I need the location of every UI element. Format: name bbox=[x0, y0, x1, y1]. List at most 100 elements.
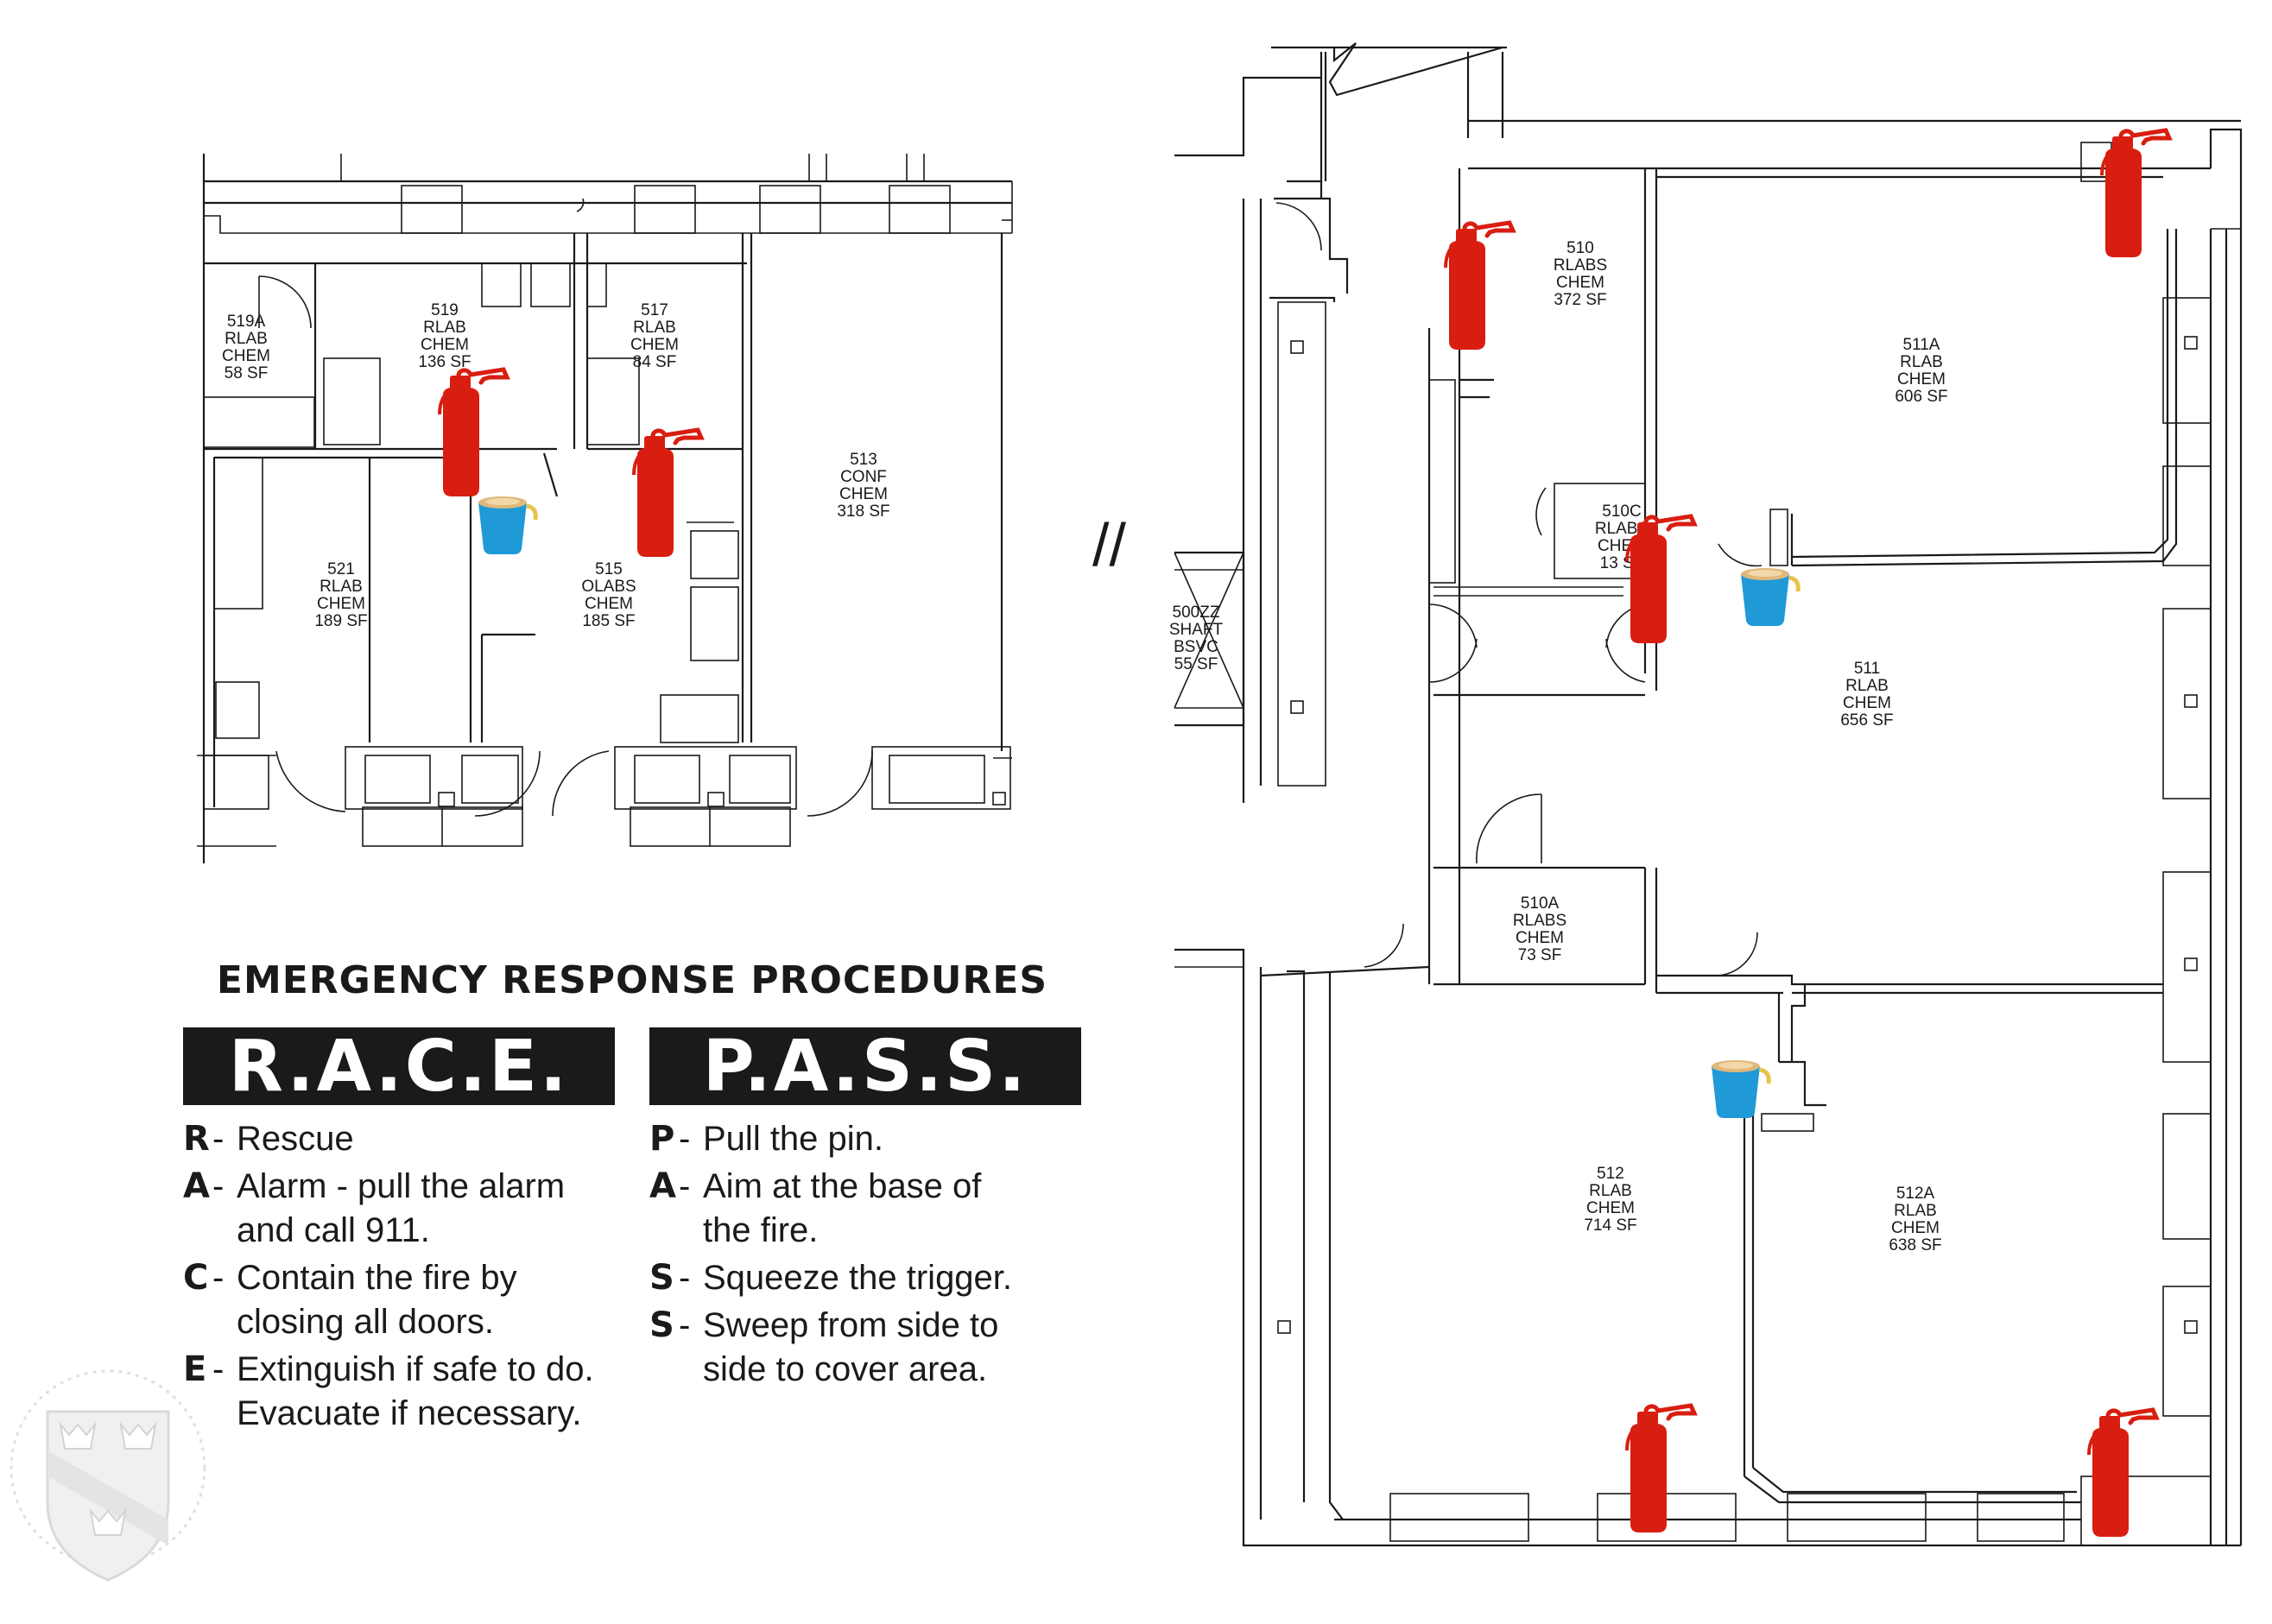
svg-text:656 SF: 656 SF bbox=[1840, 711, 1893, 730]
svg-text:606 SF: 606 SF bbox=[1895, 388, 1947, 406]
svg-text:CHEM: CHEM bbox=[1843, 694, 1891, 712]
pass-column: P.A.S.S. P-Pull the pin. A-Aim at the ba… bbox=[649, 1027, 1081, 1395]
fire-extinguisher-icon bbox=[2089, 1410, 2156, 1537]
race-item: R-Rescue bbox=[183, 1119, 354, 1159]
svg-text:519: 519 bbox=[431, 301, 459, 319]
svg-text:CHEM: CHEM bbox=[222, 347, 270, 365]
fire-extinguisher-icon bbox=[1627, 1406, 1694, 1532]
svg-text:500ZZ: 500ZZ bbox=[1173, 603, 1220, 622]
room-510: 510 RLABS CHEM 372 SF bbox=[1554, 239, 1607, 309]
fire-extinguisher-icon bbox=[1627, 516, 1694, 643]
pass-item: S-Squeeze the trigger. bbox=[649, 1258, 1013, 1298]
room-515: 515 OLABS CHEM 185 SF bbox=[581, 560, 636, 630]
svg-text:189 SF: 189 SF bbox=[314, 612, 367, 630]
right-wing-walls bbox=[1174, 42, 2243, 1547]
svg-text:CHEM: CHEM bbox=[421, 336, 469, 354]
svg-text:511: 511 bbox=[1854, 660, 1880, 678]
pass-item: P-Pull the pin. bbox=[649, 1119, 884, 1159]
svg-text:RLAB: RLAB bbox=[633, 319, 676, 337]
race-item: C-Contain the fire by closing all doors. bbox=[183, 1258, 517, 1341]
room-519: 519 RLAB CHEM 136 SF bbox=[418, 301, 471, 371]
room-511a: 511A RLAB CHEM 606 SF bbox=[1895, 336, 1947, 406]
right-facade bbox=[2162, 228, 2243, 1545]
room-labels: 519A RLAB CHEM 58 SF 519 RLAB CHEM 136 S… bbox=[222, 239, 1948, 1254]
emergency-procedures: EMERGENCY RESPONSE PROCEDURES R.A.C.E. R… bbox=[183, 958, 1081, 1432]
svg-text:136 SF: 136 SF bbox=[418, 353, 471, 371]
svg-text:512A: 512A bbox=[1896, 1185, 1935, 1203]
svg-text:RLABS: RLABS bbox=[1513, 912, 1566, 930]
svg-text:RLAB: RLAB bbox=[1900, 353, 1943, 371]
svg-text:RLAB: RLAB bbox=[423, 319, 466, 337]
room-511: 511 RLAB CHEM 656 SF bbox=[1840, 660, 1893, 730]
race-item: A-Alarm - pull the alarm and call 911. bbox=[183, 1166, 566, 1249]
pass-heading: P.A.S.S. bbox=[649, 1027, 1081, 1107]
svg-text:372 SF: 372 SF bbox=[1554, 291, 1606, 309]
svg-text:SHAFT: SHAFT bbox=[1169, 621, 1224, 639]
pass-item: S-Sweep from side to side to cover area. bbox=[649, 1305, 999, 1388]
svg-text:RLABS: RLABS bbox=[1595, 520, 1649, 538]
svg-text:318 SF: 318 SF bbox=[837, 502, 889, 521]
svg-text:RLAB: RLAB bbox=[1894, 1202, 1937, 1220]
room-513: 513 CONF CHEM 318 SF bbox=[837, 451, 889, 521]
svg-text:510A: 510A bbox=[1521, 894, 1560, 913]
svg-text:510: 510 bbox=[1566, 239, 1594, 257]
svg-text:CHEM: CHEM bbox=[1586, 1199, 1635, 1217]
crest-logo bbox=[9, 1369, 206, 1582]
svg-text:515: 515 bbox=[595, 560, 623, 578]
left-wing-walls bbox=[197, 154, 1013, 863]
break-mark-text: // bbox=[1092, 511, 1126, 578]
svg-text:84 SF: 84 SF bbox=[633, 353, 677, 371]
svg-text:519A: 519A bbox=[227, 313, 266, 331]
procedures-title: EMERGENCY RESPONSE PROCEDURES bbox=[216, 958, 1048, 1002]
fire-extinguisher-icon bbox=[440, 370, 507, 496]
svg-text:RLAB: RLAB bbox=[1589, 1182, 1632, 1200]
svg-text:517: 517 bbox=[641, 301, 668, 319]
room-512: 512 RLAB CHEM 714 SF bbox=[1584, 1165, 1636, 1235]
svg-text:58 SF: 58 SF bbox=[225, 364, 269, 382]
svg-text:185 SF: 185 SF bbox=[582, 612, 635, 630]
race-item: E-Extinguish if safe to do. Evacuate if … bbox=[183, 1349, 594, 1432]
svg-text:73 SF: 73 SF bbox=[1518, 946, 1562, 964]
svg-text:638 SF: 638 SF bbox=[1889, 1236, 1941, 1254]
svg-text:521: 521 bbox=[327, 560, 355, 578]
room-519a: 519A RLAB CHEM 58 SF bbox=[222, 313, 270, 382]
svg-text:714 SF: 714 SF bbox=[1584, 1216, 1636, 1235]
sand-bucket-icon bbox=[1712, 1060, 1769, 1118]
pass-item: A-Aim at the base of the fire. bbox=[649, 1166, 982, 1249]
svg-text:CHEM: CHEM bbox=[1891, 1219, 1940, 1237]
svg-text:RLAB: RLAB bbox=[1845, 677, 1889, 695]
fire-extinguisher-icon bbox=[2102, 130, 2169, 257]
svg-text:CHEM: CHEM bbox=[317, 595, 365, 613]
fire-extinguisher-icon bbox=[1446, 223, 1513, 350]
svg-text:CHEM: CHEM bbox=[839, 485, 888, 503]
pass-list: P-Pull the pin. A-Aim at the base of the… bbox=[649, 1117, 1081, 1392]
svg-text:OLABS: OLABS bbox=[581, 578, 636, 596]
svg-text:RLAB: RLAB bbox=[225, 330, 268, 348]
room-512a: 512A RLAB CHEM 638 SF bbox=[1889, 1185, 1941, 1254]
svg-text:CHEM: CHEM bbox=[1897, 370, 1946, 389]
sand-bucket-icon bbox=[1741, 568, 1798, 626]
svg-text:RLABS: RLABS bbox=[1554, 256, 1607, 275]
svg-text:CHEM: CHEM bbox=[585, 595, 633, 613]
svg-text:512: 512 bbox=[1597, 1165, 1624, 1183]
svg-text:RLAB: RLAB bbox=[320, 578, 363, 596]
svg-text:510C: 510C bbox=[1602, 502, 1641, 521]
svg-text:CHEM: CHEM bbox=[630, 336, 679, 354]
room-521: 521 RLAB CHEM 189 SF bbox=[314, 560, 367, 630]
svg-text:BSVC: BSVC bbox=[1174, 638, 1218, 656]
break-mark: // bbox=[1092, 511, 1126, 578]
svg-text:55 SF: 55 SF bbox=[1174, 655, 1218, 673]
svg-text:511A: 511A bbox=[1903, 336, 1940, 354]
svg-text:CHEM: CHEM bbox=[1516, 929, 1564, 947]
race-list: R-Rescue A-Alarm - pull the alarm and ca… bbox=[183, 1117, 615, 1436]
svg-text:CHEM: CHEM bbox=[1556, 274, 1604, 292]
race-column: R.A.C.E. R-Rescue A-Alarm - pull the ala… bbox=[183, 1027, 615, 1439]
sand-bucket-icon bbox=[478, 496, 535, 554]
room-500zz: 500ZZ SHAFT BSVC 55 SF bbox=[1169, 603, 1224, 673]
svg-text:CONF: CONF bbox=[840, 468, 887, 486]
room-517: 517 RLAB CHEM 84 SF bbox=[630, 301, 679, 371]
svg-text:513: 513 bbox=[850, 451, 877, 469]
race-heading: R.A.C.E. bbox=[183, 1027, 615, 1107]
room-510a: 510A RLABS CHEM 73 SF bbox=[1513, 894, 1566, 964]
